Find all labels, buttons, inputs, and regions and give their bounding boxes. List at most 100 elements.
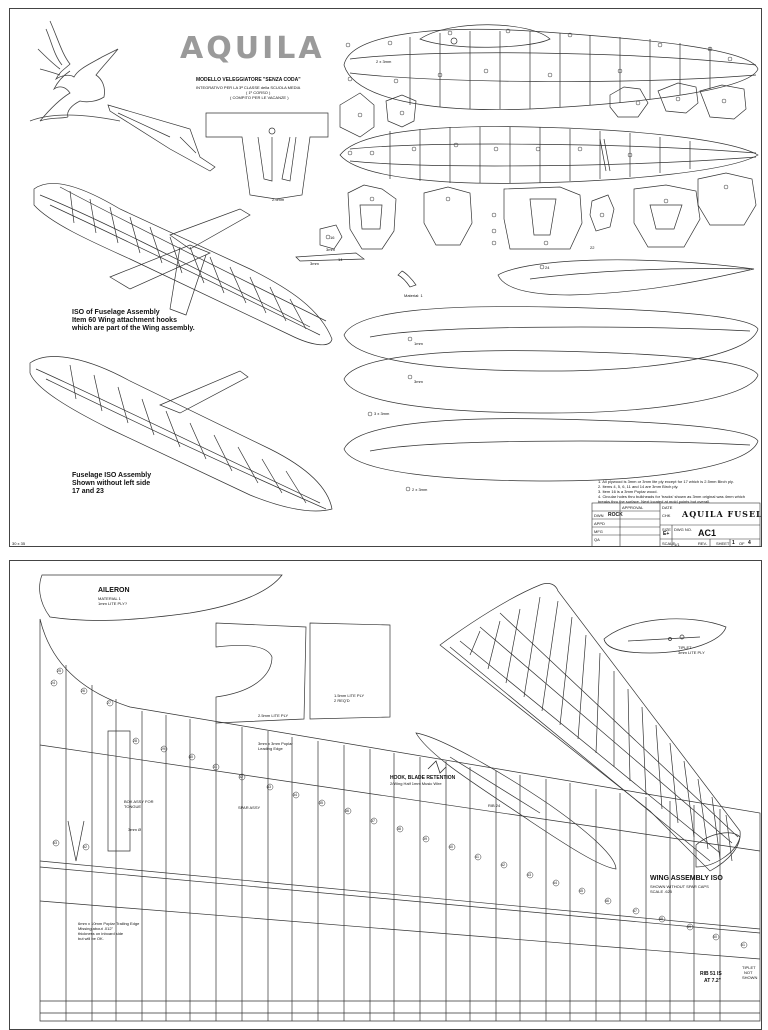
- tb-dwg-no: AC1: [698, 528, 717, 538]
- box-assy-1: BOX ASSY FOR: [124, 799, 154, 804]
- subtitle-line-1: MODELLO VELEGGIATORE "SENZA CODA": [196, 77, 301, 83]
- wing-iso-scale: SCALE .625: [650, 889, 673, 894]
- rib-number-label: 49: [687, 924, 691, 929]
- note-2: 2. Items 4, 5, 6, 11 and 14 are 3mm Birc…: [598, 484, 679, 489]
- fuselage-drawing-sheet: AQUILA MODELLO VELEGGIATORE "SENZA CODA"…: [9, 8, 762, 547]
- fuselage-side-profile: [343, 24, 759, 110]
- wing-drawing-sheet: AILERON MATERIAL 1 1mm LITE PLY? 2.5mm L…: [9, 560, 762, 1030]
- tb-chk: CHK: [662, 513, 671, 518]
- tiplet-not-shown-2: NOT: [744, 970, 753, 975]
- leading-edge-1: 3mm x 3mm Poplar: [258, 741, 293, 746]
- rib-24-label: RIB 24: [488, 803, 501, 808]
- rib-number-label: 36: [345, 808, 349, 813]
- rib-number-label: 37: [371, 818, 375, 823]
- subtitle-line-4: ( COMPITO PER LE VACANZE ): [230, 95, 289, 100]
- rib-number-label: 47: [633, 908, 637, 913]
- rib-number-label: 46: [605, 898, 609, 903]
- tiplet-label-2: 3mm LITE PLY: [678, 650, 705, 655]
- iso-caption-line-3: which are part of the Wing assembly.: [72, 325, 195, 332]
- rib-number-label: 43: [527, 872, 531, 877]
- trailing-edge-3: thickness on inboard side: [78, 931, 124, 936]
- rib-number-label: 28: [133, 738, 137, 743]
- rib-number-label: 52: [83, 844, 87, 849]
- part-label-22: 22: [590, 245, 595, 250]
- fuselage-side-skin-2: [343, 350, 759, 414]
- part-label-3mm-b: 3mm: [326, 247, 335, 252]
- rib-number-label: 51: [741, 942, 745, 947]
- rib-number-label: 42: [501, 862, 505, 867]
- rib-number-label: 32: [239, 774, 243, 779]
- aileron-part: [39, 574, 283, 621]
- tb-dwg-no-label: DWG NO.: [674, 527, 692, 532]
- tb-size-value: E+: [663, 531, 670, 537]
- fuselage-iso-assembly-1: [33, 183, 333, 346]
- fuselage-side-skin-3: [343, 418, 759, 482]
- note-4: 4. Circular holes thru bulkheads for 'tr…: [598, 494, 745, 504]
- ply-15-label-1: 1.5mm LITE PLY: [334, 693, 365, 698]
- rib-number-label: 45: [579, 888, 583, 893]
- tb-rev-label: REV: [698, 541, 707, 546]
- part-label-2x3mm-a: 2 x 3mm: [376, 59, 392, 64]
- fuselage-drawing: [29, 20, 761, 546]
- tiplet-part: [603, 618, 727, 654]
- part-label-16: 16: [330, 235, 335, 240]
- tb-rev-value: -: [706, 541, 708, 546]
- trailing-edge-1: 6mm x 10mm Poplar Trailing Edge: [78, 921, 140, 926]
- note-1: 1. All plywood is 3mm or 3mm lite ply ex…: [598, 479, 734, 484]
- rib-note-1: RIB 51 IS: [700, 971, 722, 977]
- subtitle-line-2: INTEGRATIVO PER LA 3ª CLASSE della SCUOL…: [196, 85, 301, 90]
- rib-number-label: 29: [161, 746, 165, 751]
- wing-assembly-iso: [439, 583, 741, 872]
- template-part-17: [205, 112, 329, 200]
- tb-scale-value: 1/1: [674, 542, 680, 547]
- tb-approval: APPROVAL: [622, 505, 644, 510]
- rib-number-label: 35: [319, 800, 323, 805]
- fuselage-iso-assembly-2: [29, 356, 333, 512]
- part-label-3x3mm: 3 x 3mm: [374, 411, 390, 416]
- rib-number-label: 41: [475, 854, 479, 859]
- rib-number-label: 24: [51, 680, 55, 685]
- part-label-1mm: 1mm: [414, 341, 423, 346]
- part-label-3mm-a: 3mm: [310, 261, 319, 266]
- hook-label-1: HOOK, BLADE RETENTION: [390, 775, 456, 781]
- rib-number-label: 39: [423, 836, 427, 841]
- fin-sketch: [107, 104, 216, 172]
- wing-iso-sub: SHOWN WITHOUT SPAR CAPS: [650, 884, 709, 889]
- tb-dwn-value: ROCK: [608, 512, 623, 518]
- box-assy-2: TONGUE: [124, 804, 142, 809]
- fuselage-iso-caption-3: 17 and 23: [72, 488, 104, 495]
- rib-number-label: 34: [293, 792, 297, 797]
- tb-qa: QA: [594, 537, 600, 542]
- rib-number-label: 27: [107, 700, 111, 705]
- part-label-14: 14: [338, 257, 343, 262]
- aileron-title: AILERON: [98, 587, 130, 594]
- ply-part-1-5mm: [309, 622, 391, 720]
- trailing-edge-4: but will be OK.: [78, 936, 104, 941]
- subtitle-line-3: ( 1º CORSO ): [246, 90, 271, 95]
- tb-sheet-of: OF: [739, 541, 745, 546]
- rib-number-label: 30: [189, 754, 193, 759]
- wing-drawing: [39, 574, 761, 1022]
- tb-appd: APPD: [594, 521, 605, 526]
- tiplet-not-shown-3: SHOWN: [742, 975, 758, 980]
- title-block-frame: [591, 502, 761, 546]
- tb-sheet-total: 4: [748, 540, 751, 546]
- aileron-material-2: 1mm LITE PLY?: [98, 601, 128, 606]
- corner-label: 30 x 35: [12, 541, 26, 546]
- part-label-2x3mm-b: 2 x 3mm: [412, 487, 428, 492]
- aileron-material-1: MATERIAL 1: [98, 596, 121, 601]
- tb-scale-label: SCALE: [662, 541, 676, 546]
- tb-mfg: MFG: [594, 529, 603, 534]
- fuselage-iso-caption-1: Fuselage ISO Assembly: [72, 472, 152, 479]
- rib-number-label: 38: [397, 826, 401, 831]
- part-label-3mm-c: 3mm: [414, 379, 423, 384]
- fuselage-iso-caption-2: Shown without left side: [72, 480, 151, 487]
- spar-assy-label: SPAR ASSY: [238, 805, 261, 810]
- tb-sheet-value: 1: [732, 540, 735, 546]
- dia-label: 3mm Ø: [128, 827, 142, 832]
- fuselage-plan-view: [339, 126, 759, 184]
- iso-caption-line-2: Item 60 Wing attachment hooks: [72, 317, 177, 324]
- rib-number-label: 25: [57, 668, 61, 673]
- tb-title: AQUILA FUSELAGE: [682, 509, 761, 519]
- ply-part-2-5mm: [215, 622, 307, 724]
